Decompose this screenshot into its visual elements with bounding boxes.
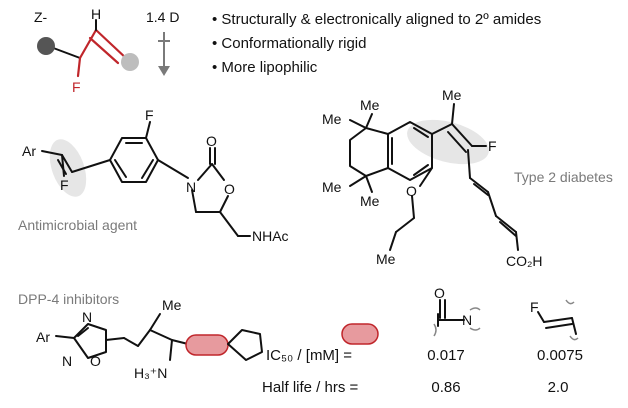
o-label: O bbox=[406, 183, 417, 199]
substituent-dark-ball bbox=[37, 37, 55, 55]
co2h-label: CO₂H bbox=[506, 253, 543, 269]
nhac-label: NHAc bbox=[252, 228, 289, 244]
o-dpp4-label: O bbox=[90, 353, 101, 369]
amide-fragment: O N 0.017 0.86 bbox=[427, 285, 481, 396]
o-ring-label: O bbox=[224, 181, 235, 197]
bullet-1: • Structurally & electronically aligned … bbox=[212, 11, 541, 28]
fluoro-ic50: 0.0075 bbox=[537, 347, 583, 364]
property-bullets: • Structurally & electronically aligned … bbox=[212, 11, 541, 76]
dipole-arrow-icon bbox=[158, 66, 170, 76]
dpp4-caption: DPP-4 inhibitors bbox=[18, 291, 119, 307]
diabetes-caption: Type 2 diabetes bbox=[514, 169, 613, 185]
f-vinyl-label: F bbox=[60, 177, 69, 193]
h3n-label: H₃⁺N bbox=[134, 365, 167, 381]
fluoroalkene-fragment: F 0.0075 2.0 bbox=[530, 299, 583, 396]
amide-n-label: N bbox=[462, 312, 472, 328]
f-atom-label: F bbox=[72, 79, 81, 95]
n-label: N bbox=[186, 179, 196, 195]
bullet-2: • Conformationally rigid bbox=[212, 35, 366, 52]
dipole-indicator: 1.4 D bbox=[146, 9, 179, 76]
halflife-label: Half life / hrs = bbox=[262, 379, 359, 396]
me-1-label: Me bbox=[322, 111, 342, 127]
fluoro-f-label: F bbox=[530, 299, 539, 315]
substituent-light-ball bbox=[121, 53, 139, 71]
isomer-label: Z- bbox=[34, 9, 48, 25]
bullet-3: • More lipophilic bbox=[212, 59, 318, 76]
comparison-table: IC₅₀ / [mM] = Half life / hrs = O N 0.01… bbox=[262, 285, 583, 396]
ic50-label: IC₅₀ / [mM] = bbox=[266, 347, 352, 364]
fluoroalkene-highlight-2 bbox=[407, 119, 489, 165]
dpp4-structure: DPP-4 inhibitors Ar N N O Me H₃⁺N bbox=[18, 291, 263, 381]
antimicrobial-structure: Ar F F N O O NHAc Antimicrobial agent bbox=[18, 107, 289, 244]
h-atom-label: H bbox=[91, 6, 101, 22]
ar-dpp4-label: Ar bbox=[36, 329, 50, 345]
amide-halflife: 0.86 bbox=[431, 379, 460, 396]
fluoro-halflife: 2.0 bbox=[548, 379, 569, 396]
n2-label: N bbox=[62, 353, 72, 369]
antimicrobial-caption: Antimicrobial agent bbox=[18, 217, 137, 233]
me-6-label: Me bbox=[376, 251, 396, 267]
me-3-label: Me bbox=[322, 179, 342, 195]
z-fluoroalkene-motif: Z- H F bbox=[34, 6, 139, 95]
amide-ic50: 0.017 bbox=[427, 347, 465, 364]
me-5-label: Me bbox=[442, 87, 462, 103]
me-dpp4-label: Me bbox=[162, 297, 182, 313]
ar-label: Ar bbox=[22, 143, 36, 159]
me-2-label: Me bbox=[360, 97, 380, 113]
o-carbonyl-label: O bbox=[206, 133, 217, 149]
linker-pill bbox=[185, 334, 229, 356]
me-4-label: Me bbox=[360, 193, 380, 209]
pill-icon bbox=[341, 323, 379, 345]
f-aryl-label: F bbox=[145, 107, 154, 123]
diabetes-structure: Me Me Me Me Me Me F O CO₂H Type 2 diabet… bbox=[322, 87, 613, 269]
f-label: F bbox=[488, 138, 497, 154]
amide-o-label: O bbox=[434, 285, 445, 301]
n1-label: N bbox=[82, 309, 92, 325]
dipole-label: 1.4 D bbox=[146, 9, 179, 25]
